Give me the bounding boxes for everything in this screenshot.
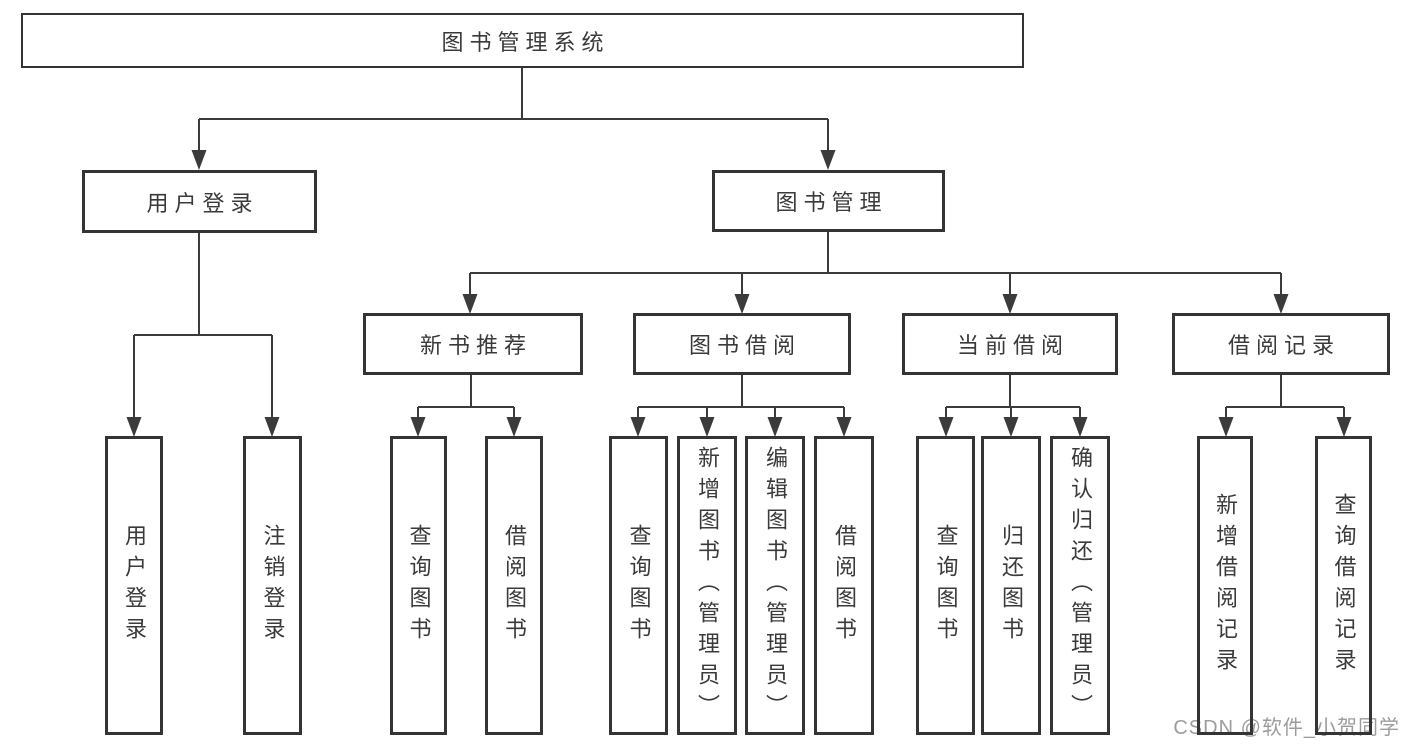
node-borrowing-records-label: 借阅记录: [1227, 333, 1340, 358]
node-user-login-label: 用户登录: [146, 190, 259, 216]
leaf-br-query-borrow-record-label: 查询借阅记录: [1331, 492, 1357, 679]
connector-new-book-to-leaves: [417, 375, 515, 418]
leaf-bb-add-book-admin-label: 新增图书（管理员）: [695, 446, 720, 725]
leaf-bb-query-books: 查询图书: [609, 436, 668, 735]
node-book-borrowing-label: 图书借阅: [688, 333, 801, 358]
node-book-management: 图书管理: [712, 170, 945, 232]
leaf-cb-confirm-return-admin: 确认归还（管理员）: [1050, 436, 1110, 735]
leaf-bb-query-books-label: 查询图书: [626, 523, 652, 648]
node-root: 图书管理系统: [21, 13, 1024, 68]
connector-user-login-to-leaves: [133, 233, 273, 418]
leaf-bb-borrow-books: 借阅图书: [814, 436, 874, 735]
connector-current-borrowing-to-leaves: [945, 375, 1081, 418]
connector-root-to-level2: [198, 68, 829, 151]
leaf-cb-query-books: 查询图书: [916, 436, 975, 735]
connector-borrowing-records-to-leaves: [1225, 375, 1345, 418]
leaf-bb-edit-book-admin-label: 编辑图书（管理员）: [763, 446, 788, 725]
watermark: CSDN @软件_小贺同学: [1173, 717, 1400, 739]
leaf-user-login-label: 用户登录: [122, 523, 147, 648]
leaf-user-login: 用户登录: [105, 436, 163, 735]
leaf-cb-confirm-return-admin-label: 确认归还（管理员）: [1068, 446, 1093, 725]
leaf-logout: 注销登录: [243, 436, 302, 735]
leaf-br-add-borrow-record-label: 新增借阅记录: [1213, 492, 1238, 679]
leaf-br-add-borrow-record: 新增借阅记录: [1197, 436, 1253, 735]
leaf-nbr-borrow-books: 借阅图书: [485, 436, 543, 735]
leaf-logout-label: 注销登录: [260, 523, 286, 648]
leaf-bb-edit-book-admin: 编辑图书（管理员）: [745, 436, 805, 735]
connector-book-borrowing-to-leaves: [637, 375, 845, 418]
leaf-nbr-borrow-books-label: 借阅图书: [502, 523, 527, 648]
leaf-cb-query-books-label: 查询图书: [933, 523, 959, 648]
leaf-nbr-query-books: 查询图书: [390, 436, 447, 735]
node-current-borrowing: 当前借阅: [902, 313, 1118, 375]
leaf-nbr-query-books-label: 查询图书: [406, 523, 432, 648]
node-root-label: 图书管理系统: [441, 29, 610, 55]
node-current-borrowing-label: 当前借阅: [956, 333, 1069, 358]
leaf-bb-borrow-books-label: 借阅图书: [832, 523, 857, 648]
node-borrowing-records: 借阅记录: [1172, 313, 1390, 375]
node-new-book-recommendation-label: 新书推荐: [419, 333, 532, 358]
leaf-bb-add-book-admin: 新增图书（管理员）: [677, 436, 737, 735]
connector-book-management-to-level3: [469, 232, 1282, 295]
node-new-book-recommendation: 新书推荐: [363, 313, 583, 375]
leaf-cb-return-books-label: 归还图书: [999, 523, 1024, 648]
node-book-borrowing: 图书借阅: [633, 313, 851, 375]
node-book-management-label: 图书管理: [775, 190, 888, 215]
arrowheads: [126, 150, 1352, 437]
leaf-cb-return-books: 归还图书: [981, 436, 1041, 735]
leaf-br-query-borrow-record: 查询借阅记录: [1315, 436, 1372, 735]
node-user-login: 用户登录: [82, 170, 317, 233]
